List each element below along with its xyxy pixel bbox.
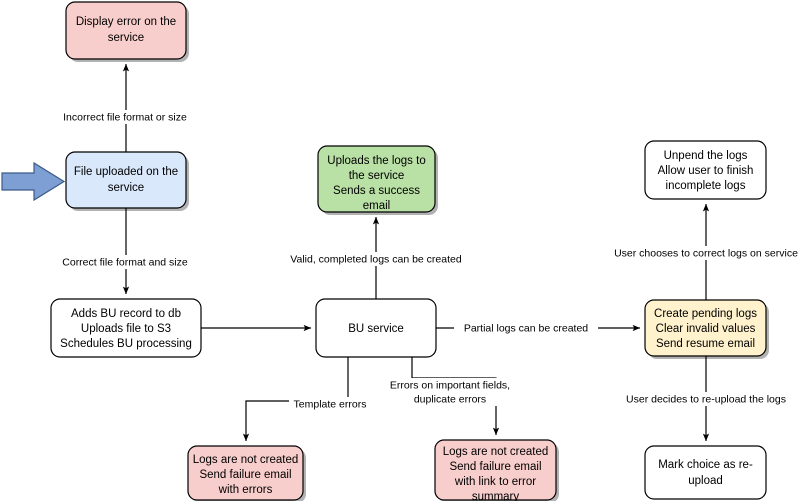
node-label-line: service: [108, 32, 144, 44]
label-bg: [283, 252, 470, 266]
node-label-line: Send failure email: [199, 469, 291, 481]
entry-block-arrow: [1, 161, 66, 202]
node-label-line: summary: [472, 491, 520, 501]
label-bg: [454, 321, 598, 335]
node-shape: [315, 298, 437, 358]
node-bu-service[interactable]: BU service: [315, 298, 437, 358]
node-label-line: with errors: [218, 484, 273, 496]
node-adds-bu-record[interactable]: Adds BU record to db Uploads file to S3 …: [50, 298, 202, 358]
node-label-line: Allow user to finish: [658, 165, 754, 177]
node-label-line: Mark choice as re-: [658, 459, 753, 471]
edge-label-user-reupload: User decides to re-upload the logs: [626, 393, 786, 405]
node-label-line: email: [363, 200, 390, 212]
node-shape: [644, 299, 767, 357]
node-label-line: upload: [688, 475, 723, 487]
edge-label-errors-important-fields-line1: Errors on important fields,: [390, 379, 510, 391]
node-label-line: service: [108, 182, 144, 194]
node-label-line: Schedules BU processing: [60, 338, 192, 350]
edge-label-partial-logs: Partial logs can be created: [464, 322, 588, 334]
edge-label-correct-file-format: Correct file format and size: [62, 256, 188, 268]
node-shape: [434, 439, 557, 501]
node-label-line: Uploads the logs to: [327, 155, 425, 167]
label-bg: [55, 255, 195, 269]
node-logs-not-created-errors[interactable]: Logs are not created Send failure email …: [187, 445, 306, 501]
node-label-line: with link to error: [454, 476, 536, 488]
node-file-uploaded[interactable]: File uploaded on the service: [65, 151, 189, 211]
label-bg: [617, 392, 795, 406]
node-shape: [644, 140, 767, 200]
node-label-line: Unpend the logs: [664, 150, 748, 162]
node-label-line: Send failure email: [449, 461, 541, 473]
node-create-pending-logs[interactable]: Create pending logs Clear invalid values…: [644, 299, 769, 359]
node-label-line: File uploaded on the: [74, 166, 178, 178]
edge-label-template-errors: Template errors: [294, 398, 367, 410]
node-shape: [644, 445, 767, 500]
node-logs-not-created-summary[interactable]: Logs are not created Send failure email …: [434, 439, 559, 501]
block-arrow-icon: [1, 161, 66, 202]
label-bg: [605, 246, 801, 260]
node-unpend-logs[interactable]: Unpend the logs Allow user to finish inc…: [644, 140, 767, 200]
edge-label-errors-important-fields-line2: duplicate errors: [414, 393, 486, 405]
node-label-line: Uploads file to S3: [81, 323, 171, 335]
node-label-line: Display error on the: [76, 16, 176, 28]
node-label-line: Adds BU record to db: [71, 308, 181, 320]
node-label-line: BU service: [348, 323, 404, 335]
node-uploads-logs[interactable]: Uploads the logs to the service Sends a …: [317, 145, 438, 215]
label-bg: [388, 378, 513, 406]
edge-label-valid-completed-logs: Valid, completed logs can be created: [290, 253, 462, 265]
node-label-line: Logs are not created: [193, 454, 299, 466]
node-shape: [187, 445, 304, 501]
node-display-error[interactable]: Display error on the service: [65, 1, 189, 62]
node-mark-choice[interactable]: Mark choice as re- upload: [644, 445, 767, 500]
node-shape: [317, 145, 436, 213]
node-label-line: Send resume email: [656, 338, 755, 350]
label-bg: [52, 110, 198, 124]
node-label-line: the service: [349, 170, 405, 182]
edge-label-user-corrects-logs: User chooses to correct logs on service: [614, 247, 798, 259]
edge-label-incorrect-file-format: Incorrect file format or size: [63, 111, 187, 123]
edge-labels-layer: Incorrect file format or size Correct fi…: [52, 110, 801, 411]
node-shape: [50, 298, 202, 358]
label-bg: [289, 397, 371, 411]
node-label-line: Clear invalid values: [656, 323, 756, 335]
node-shape: [65, 1, 187, 60]
node-label-line: Logs are not created: [443, 446, 549, 458]
node-shape: [65, 151, 187, 209]
node-label-line: incomplete logs: [666, 180, 746, 192]
node-label-line: Sends a success: [333, 185, 420, 197]
node-label-line: Create pending logs: [654, 308, 757, 320]
